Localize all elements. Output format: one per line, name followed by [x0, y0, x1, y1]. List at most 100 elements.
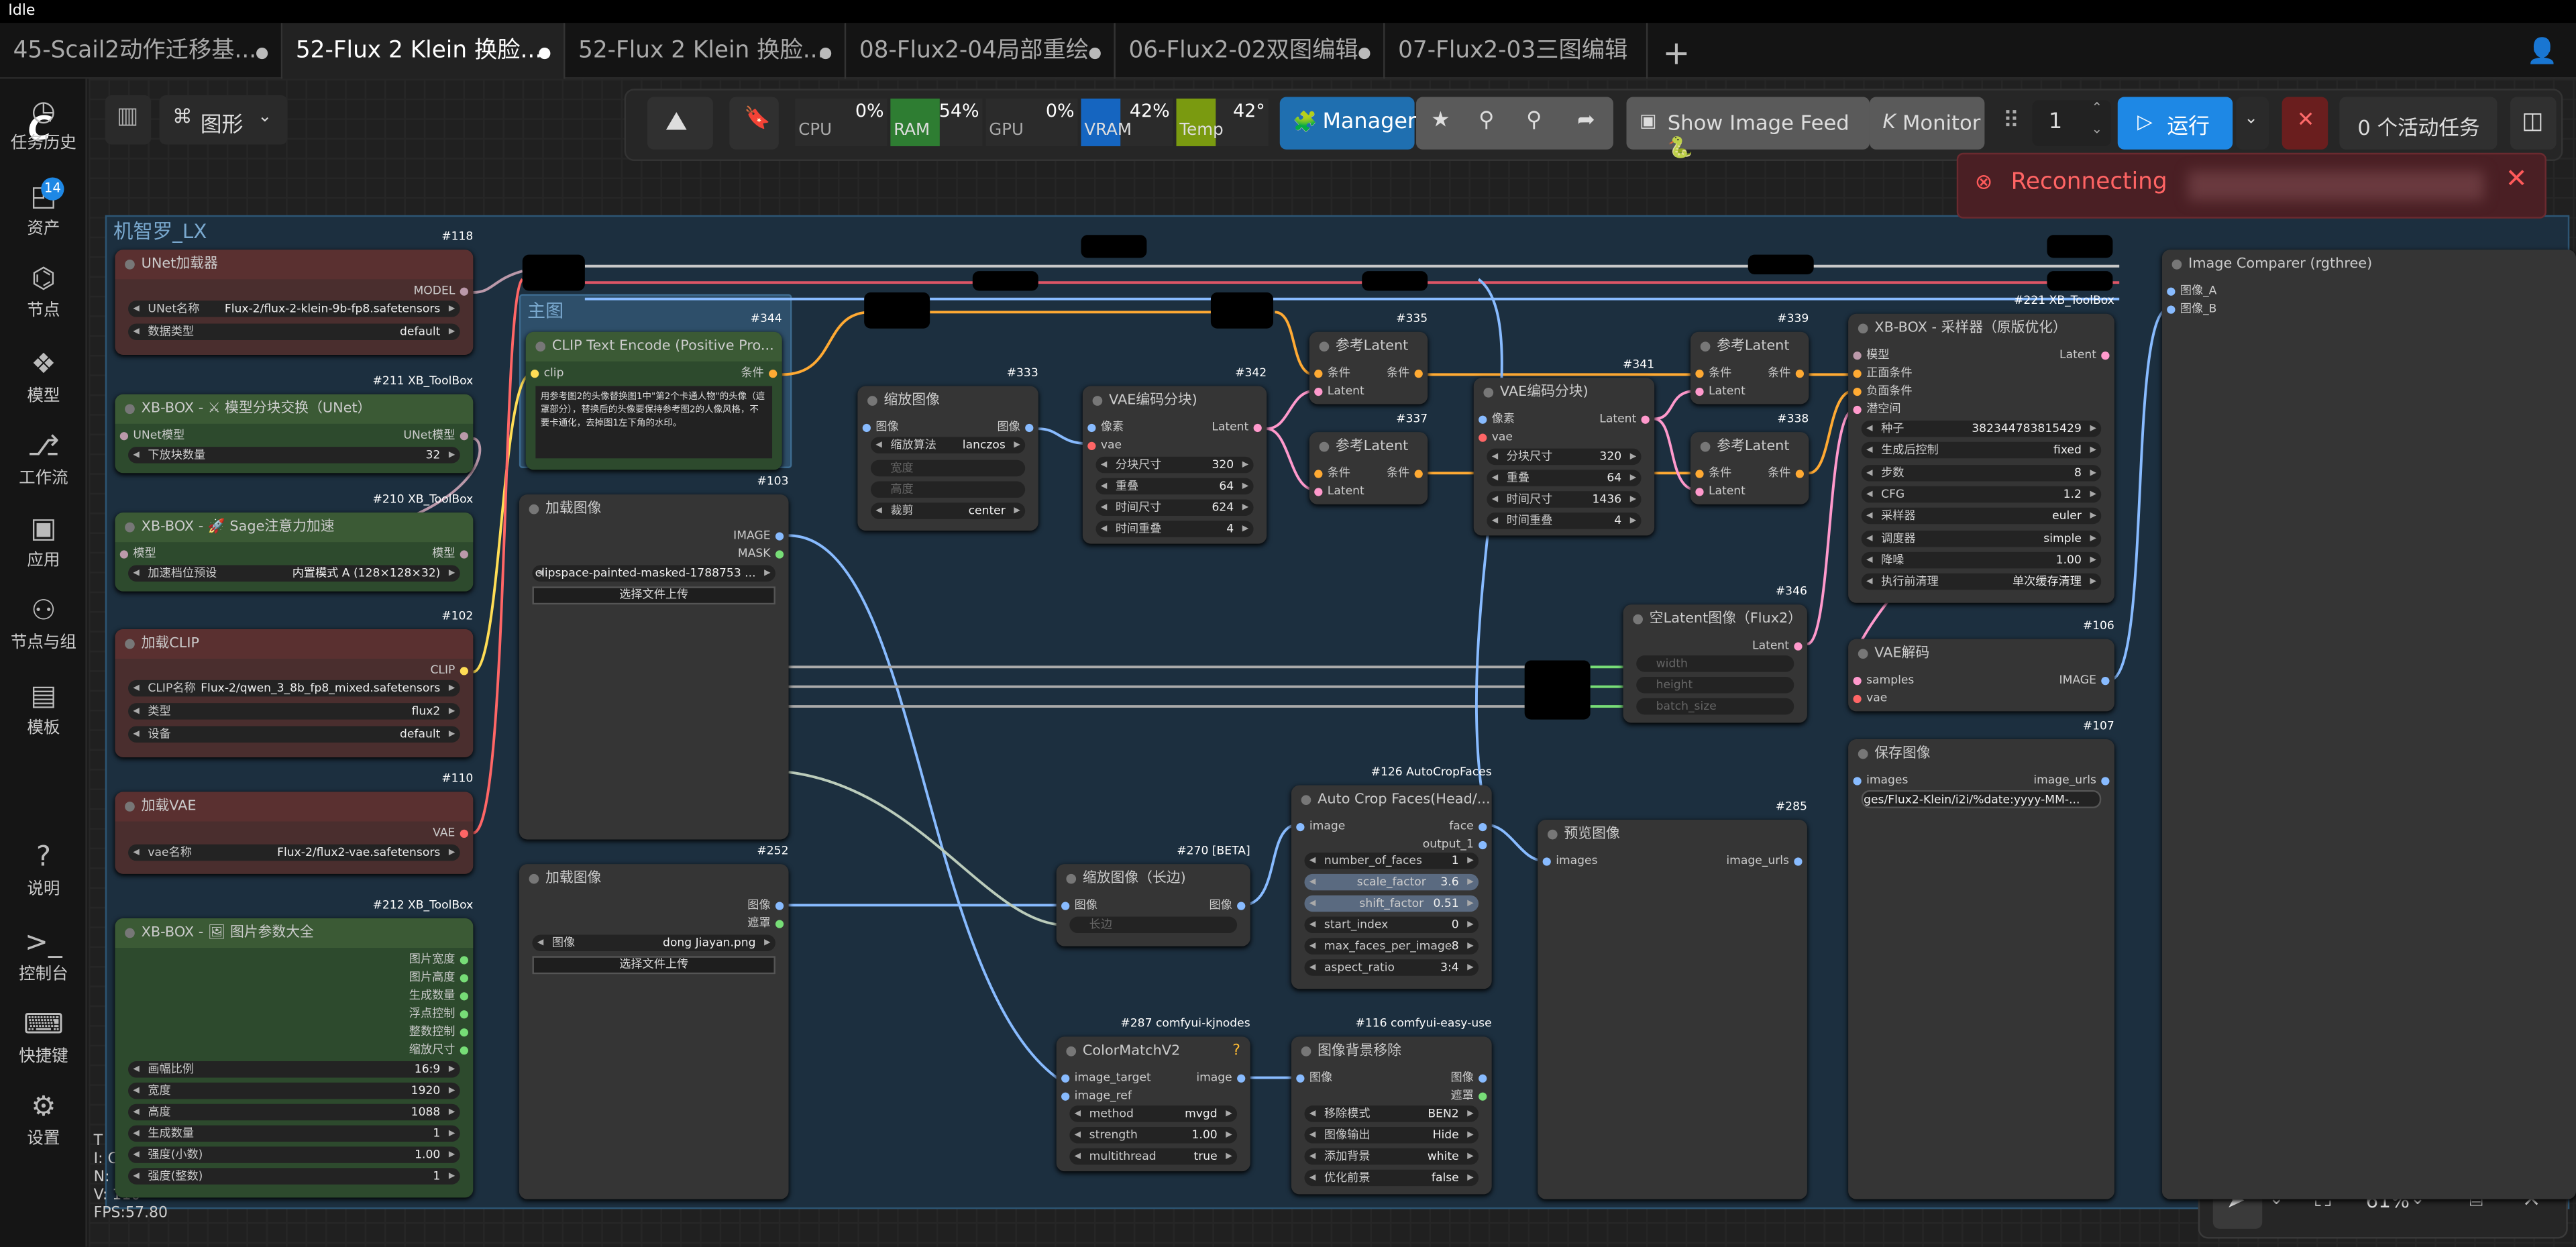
crystools-logo-icon[interactable]: ⛰ — [647, 97, 713, 150]
monitor-button[interactable]: K Monitor — [1869, 97, 1985, 150]
node-widget[interactable]: 长边 — [1069, 916, 1238, 934]
queue-count-input[interactable]: 1 ⌃ ⌄ — [2032, 100, 2111, 146]
reroute-node[interactable] — [2047, 271, 2113, 291]
new-tab-plus-icon[interactable]: + — [1662, 32, 1690, 72]
input-slot-dot[interactable] — [1314, 387, 1323, 396]
node-widget[interactable]: UNet名称Flux-2/flux-2-klein-9b-fp8.safeten… — [128, 301, 460, 317]
input-slot-dot[interactable] — [2167, 305, 2176, 314]
panel-toggle-button[interactable]: ▥ — [105, 95, 152, 145]
tab-workflow-06[interactable]: 06-Flux2-02双图编辑 — [1116, 23, 1385, 79]
sidebar-item-nodes[interactable]: ⌬节点 — [0, 263, 87, 321]
alert-close-icon[interactable]: ✕ — [2505, 162, 2528, 194]
node-widget[interactable]: width — [1636, 655, 1794, 672]
node-widget[interactable]: 强度(整数)1 — [128, 1168, 460, 1185]
output-slot-dot[interactable] — [2101, 351, 2110, 360]
input-slot-dot[interactable] — [1314, 470, 1323, 478]
reroute-node[interactable] — [1524, 660, 1591, 720]
input-slot-dot[interactable] — [531, 370, 539, 378]
node-colormatch[interactable]: ColorMatchV2image_targetimage_refimage?m… — [1056, 1036, 1250, 1172]
prompt-textarea[interactable]: 用参考图2的头像替换图1中"第2个卡通人物"的头像（遮罩部分），替换后的头像要保… — [535, 386, 773, 459]
node-scalelong[interactable]: 缩放图像（长边)图像图像长边 — [1056, 864, 1250, 946]
input-slot-dot[interactable] — [1853, 676, 1862, 686]
sidebar-item-keyboard[interactable]: ⌨快捷键 — [0, 1009, 87, 1067]
output-slot-dot[interactable] — [1794, 642, 1803, 651]
node-widget[interactable]: 步数8 — [1861, 464, 2102, 481]
star-icon[interactable]: ★ — [1431, 108, 1450, 133]
output-slot-dot[interactable] — [1795, 370, 1805, 378]
stepper-down-icon[interactable]: ⌄ — [2091, 121, 2102, 137]
output-slot-dot[interactable] — [775, 550, 784, 559]
output-slot-dot[interactable] — [460, 1046, 468, 1055]
input-slot-dot[interactable] — [862, 423, 871, 433]
sidebar-item-apps[interactable]: ▣应用 — [0, 512, 87, 570]
output-slot-dot[interactable] — [1237, 902, 1246, 910]
right-panel-toggle[interactable]: ◫ — [2510, 97, 2557, 150]
reroute-node[interactable] — [864, 292, 930, 329]
input-slot-dot[interactable] — [1695, 488, 1704, 496]
node-widget[interactable]: batch_size — [1636, 698, 1794, 715]
user-account-icon[interactable]: 👤 — [2526, 36, 2558, 66]
output-slot-dot[interactable] — [460, 1010, 468, 1019]
output-slot-dot[interactable] — [460, 992, 468, 1001]
node-scale[interactable]: 缩放图像图像图像缩放算法lanczos宽度高度裁剪center — [857, 386, 1038, 531]
node-params[interactable]: XB-BOX - 🖼 图片参数大全图片宽度图片高度生成数量浮点控制整数控制缩放尺… — [115, 918, 474, 1198]
reroute-node[interactable] — [1081, 235, 1147, 258]
node-widget[interactable]: 宽度 — [870, 459, 1026, 477]
input-slot-dot[interactable] — [1695, 370, 1704, 378]
node-widget[interactable]: clipspace-painted-masked-1788753 ... — [532, 565, 775, 582]
reroute-node[interactable] — [972, 271, 1038, 291]
node-unet[interactable]: UNet加载器MODELUNet名称Flux-2/flux-2-klein-9b… — [115, 250, 474, 355]
input-slot-dot[interactable] — [1314, 488, 1323, 496]
node-bgremove[interactable]: 图像背景移除图像图像遮罩移除模式BEN2图像输出Hide添加背景white优化前… — [1291, 1036, 1492, 1195]
input-slot-dot[interactable] — [1296, 1074, 1305, 1083]
output-slot-dot[interactable] — [775, 532, 784, 541]
output-slot-dot[interactable] — [1479, 1092, 1487, 1101]
reroute-node[interactable] — [522, 254, 585, 291]
input-slot-dot[interactable] — [1853, 694, 1862, 704]
bookmark-button[interactable]: 🔖 — [729, 97, 779, 150]
node-sage[interactable]: XB-BOX - 🚀 Sage注意力加速模型模型加速档位预设内置模式 A (12… — [115, 512, 474, 592]
broom-icon[interactable]: ⚲ — [1479, 108, 1495, 133]
input-slot-dot[interactable] — [1542, 857, 1551, 866]
node-vaeenc1[interactable]: VAE编码分块)像素vaeLatent分块尺寸320重叠64时间尺寸624时间重… — [1082, 386, 1267, 544]
reroute-node[interactable] — [1748, 254, 1814, 274]
sidebar-item-node-group[interactable]: ⚇节点与组 — [0, 595, 87, 653]
output-slot-dot[interactable] — [1414, 470, 1423, 478]
sidebar-item-models[interactable]: ❖模型 — [0, 348, 87, 406]
output-slot-dot[interactable] — [1479, 822, 1487, 832]
output-slot-dot[interactable] — [775, 902, 784, 910]
input-slot-dot[interactable] — [119, 432, 129, 441]
sidebar-item-templates[interactable]: ▤模板 — [0, 680, 87, 738]
output-slot-dot[interactable] — [769, 370, 777, 378]
node-clip[interactable]: 加载CLIPCLIPCLIP名称Flux-2/qwen_3_8b_fp8_mix… — [115, 629, 474, 757]
